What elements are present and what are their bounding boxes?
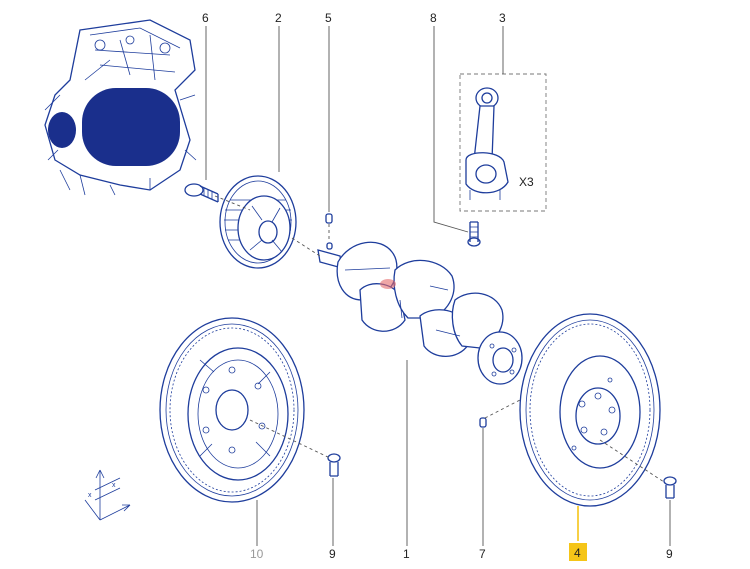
axis-orientation-icon: x x [84, 469, 131, 521]
callout-4-highlight [569, 543, 587, 561]
part-9-bolt-left [327, 453, 341, 477]
callout-5: 5 [325, 11, 332, 25]
part-10-dual-mass-flywheel [159, 317, 305, 503]
callout-4[interactable]: 4 [574, 546, 581, 560]
part-5-key-lower [326, 242, 333, 250]
quantity-label: X3 [519, 175, 534, 189]
callout-9-right: 9 [666, 547, 673, 561]
callout-3: 3 [499, 11, 506, 25]
engine-sump-fill [48, 112, 76, 148]
part-2-crank-pulley [219, 175, 297, 269]
part-8-bolt [467, 221, 481, 247]
callout-numbers: 6 2 5 8 3 10 9 1 7 4 9 [202, 11, 673, 561]
part-7-dowel [479, 417, 487, 428]
callout-7: 7 [479, 547, 486, 561]
callout-10: 10 [250, 547, 264, 561]
callout-9-left: 9 [329, 547, 336, 561]
part-3-connecting-rod [465, 87, 509, 200]
part-6-bolt [184, 183, 219, 203]
part-1-crankshaft [317, 241, 523, 385]
callout-6: 6 [202, 11, 209, 25]
callout-8: 8 [430, 11, 437, 25]
callout-2: 2 [275, 11, 282, 25]
engine-thumbnail [44, 19, 197, 196]
part-5-key [325, 213, 333, 224]
svg-text:x: x [88, 492, 92, 499]
callout-1: 1 [403, 547, 410, 561]
leader-lines [205, 26, 671, 546]
engine-block-fill [82, 88, 180, 166]
svg-text:x: x [112, 482, 116, 489]
part-4-flywheel [519, 313, 661, 507]
part-9-bolt-right [663, 476, 677, 499]
